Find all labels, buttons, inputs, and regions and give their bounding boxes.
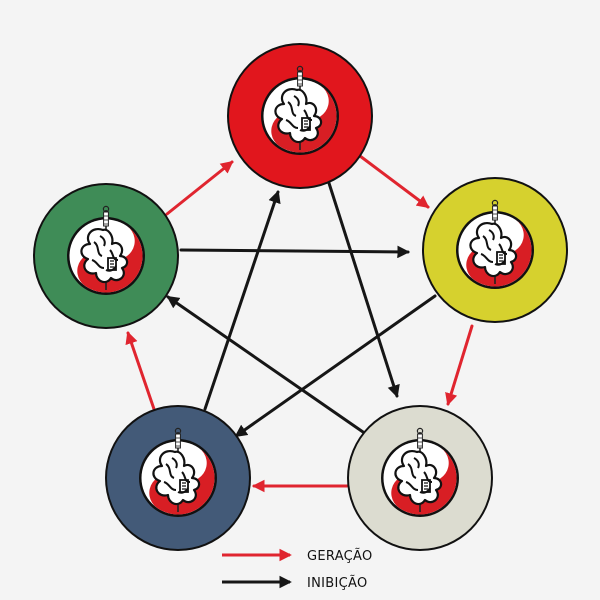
legend-generation-label: GERAÇÃO <box>307 548 373 564</box>
inhibition-arrow-left-to-right <box>179 245 410 259</box>
generation-arrows <box>125 154 474 493</box>
inhibition-arrow-bottom-left-to-top <box>203 190 281 411</box>
inhibition-arrow-right-to-bottom-left <box>234 294 437 438</box>
element-node-right <box>422 177 568 323</box>
generation-arrow-left-to-top <box>165 160 234 216</box>
generation-arrow-top-to-right <box>358 154 430 209</box>
inhibition-arrow-top-to-bottom-right <box>326 178 400 398</box>
generation-arrow-bottom-left-to-left <box>125 331 157 414</box>
element-node-left <box>33 183 179 329</box>
inhibition-arrow-bottom-right-to-left <box>166 295 365 434</box>
element-node-bottom-left <box>105 405 251 551</box>
legend-inhibition-label: INIBIÇÃO <box>307 575 368 591</box>
element-node-bottom-right <box>347 405 493 551</box>
element-node-top <box>227 43 373 189</box>
inhibition-arrows <box>166 178 437 438</box>
legend: GERAÇÃO INIBIÇÃO <box>222 548 373 591</box>
generation-arrow-right-to-bottom-right <box>445 324 474 406</box>
